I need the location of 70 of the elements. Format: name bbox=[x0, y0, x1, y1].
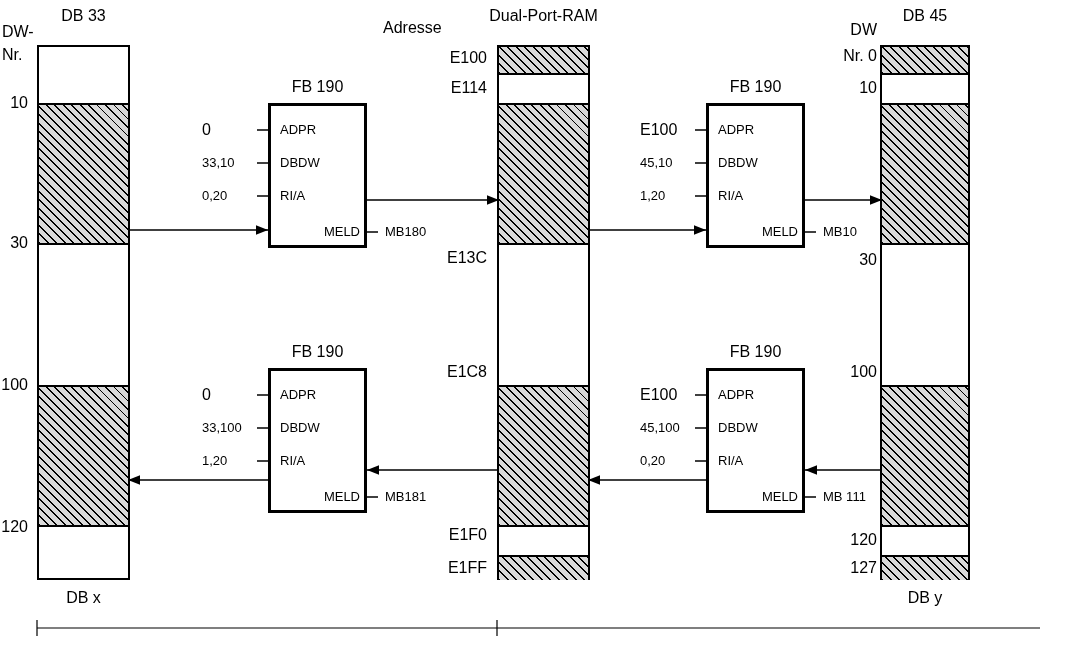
pin-label: ADPR bbox=[280, 387, 317, 403]
pin-label: ADPR bbox=[718, 122, 755, 138]
scale-label: E114 bbox=[450, 78, 487, 98]
parameter-label: E100 bbox=[640, 385, 678, 405]
parameter-label: 1,20 bbox=[640, 188, 666, 204]
parameter-label: 0,20 bbox=[640, 453, 666, 469]
pin-label: MELD bbox=[323, 224, 360, 240]
parameter-label: 0 bbox=[202, 385, 211, 405]
scale-label: E1C8 bbox=[446, 362, 487, 382]
parameter-label: 0 bbox=[202, 120, 211, 140]
hatched-area bbox=[499, 47, 588, 75]
scale-label: 10 bbox=[10, 93, 28, 113]
pin-label: DBDW bbox=[718, 420, 758, 436]
parameter-label: MB180 bbox=[385, 224, 427, 240]
scale-label: E1FF bbox=[447, 558, 487, 578]
hatched-area bbox=[499, 103, 588, 245]
column-heading: DB 33 bbox=[60, 6, 107, 26]
scale-label: 30 bbox=[10, 233, 28, 253]
column-footer: DB y bbox=[855, 588, 995, 608]
parameter-label: 33,100 bbox=[202, 420, 242, 436]
pin-label: DBDW bbox=[280, 155, 320, 171]
hatched-area bbox=[39, 385, 128, 527]
pin-label: RI/A bbox=[280, 453, 306, 469]
pin-label: ADPR bbox=[280, 122, 317, 138]
parameter-label: 0,20 bbox=[202, 188, 228, 204]
scale-label: Adresse bbox=[383, 18, 442, 38]
scale-label: 100 bbox=[850, 362, 877, 382]
scale-label: 120 bbox=[850, 530, 877, 550]
pin-label: DBDW bbox=[718, 155, 758, 171]
scale-label: DW- Nr. bbox=[2, 22, 32, 65]
parameter-label: 1,20 bbox=[202, 453, 228, 469]
scale-label: 10 bbox=[859, 78, 877, 98]
hatched-area bbox=[882, 103, 968, 245]
scale-label: 127 bbox=[850, 558, 877, 578]
hatched-area bbox=[39, 103, 128, 245]
parameter-label: MB181 bbox=[385, 489, 427, 505]
scale-label: E100 bbox=[449, 48, 487, 68]
block-title: FB 190 bbox=[290, 342, 345, 362]
block-title: FB 190 bbox=[728, 77, 783, 97]
scale-label: E1F0 bbox=[448, 525, 487, 545]
scale-label: 120 bbox=[1, 517, 28, 537]
block-title: FB 190 bbox=[728, 342, 783, 362]
parameter-label: MB 111 bbox=[823, 489, 866, 505]
hatched-area bbox=[882, 47, 968, 75]
pin-label: MELD bbox=[323, 489, 360, 505]
parameter-label: 45,100 bbox=[640, 420, 680, 436]
pin-label: RI/A bbox=[718, 188, 744, 204]
column-heading: Dual-Port-RAM bbox=[488, 6, 599, 26]
scale-label: E13C bbox=[446, 248, 487, 268]
pin-label: ADPR bbox=[718, 387, 755, 403]
parameter-label: 33,10 bbox=[202, 155, 235, 171]
hatched-area bbox=[882, 385, 968, 527]
parameter-label: E100 bbox=[640, 120, 678, 140]
scale-label: DW bbox=[850, 20, 877, 40]
parameter-label: 45,10 bbox=[640, 155, 673, 171]
hatched-area bbox=[499, 555, 588, 580]
hatched-area bbox=[499, 385, 588, 527]
scale-label: 100 bbox=[1, 375, 28, 395]
block-title: FB 190 bbox=[290, 77, 345, 97]
column-heading: DB 45 bbox=[901, 6, 949, 26]
scale-label: 30 bbox=[859, 250, 877, 270]
scale-label: Nr. 0 bbox=[843, 46, 877, 66]
parameter-label: MB10 bbox=[823, 224, 857, 240]
pin-label: MELD bbox=[761, 489, 798, 505]
pin-label: RI/A bbox=[280, 188, 306, 204]
hatched-area bbox=[882, 555, 968, 580]
pin-label: DBDW bbox=[280, 420, 320, 436]
pin-label: RI/A bbox=[718, 453, 744, 469]
pin-label: MELD bbox=[761, 224, 798, 240]
column-footer: DB x bbox=[12, 588, 155, 608]
